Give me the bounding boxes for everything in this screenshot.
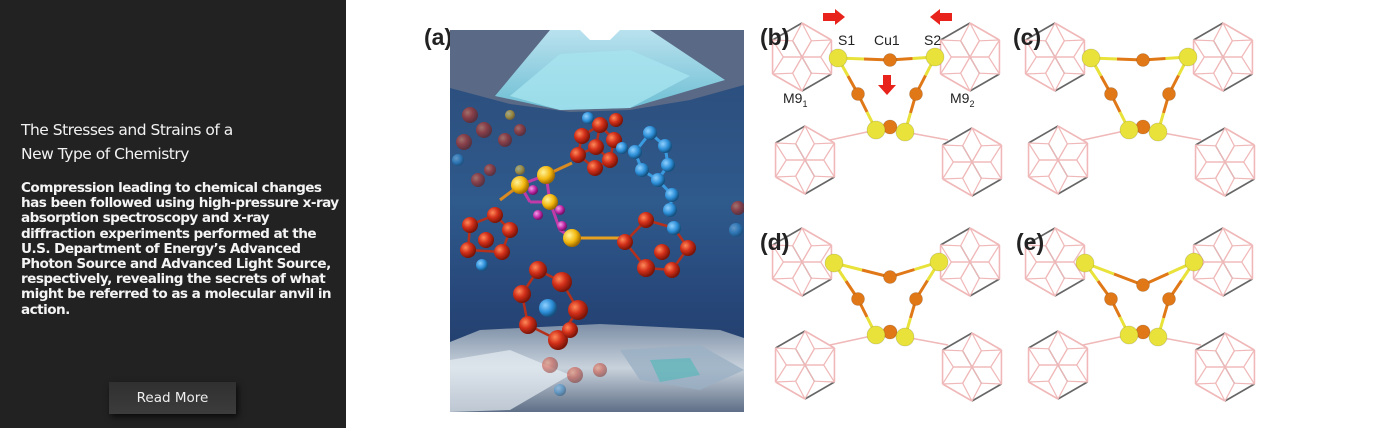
- diamond-anvil-illustration: [450, 30, 744, 412]
- label-cu1: Cu1: [874, 32, 900, 48]
- label-m9-1: M91: [783, 90, 808, 109]
- slide-title: The Stresses and Strains of a New Type o…: [21, 121, 233, 163]
- read-more-button[interactable]: Read More: [109, 382, 236, 414]
- anvil-artwork: [450, 30, 744, 412]
- panel-e-label: (e): [1016, 229, 1045, 255]
- panel-d-label: (d): [760, 229, 790, 255]
- panel-a-label: (a): [424, 24, 453, 50]
- panel-b-label: (b): [760, 24, 790, 50]
- slide-text-panel: The Stresses and Strains of a New Type o…: [0, 0, 346, 428]
- panel-c-label: (c): [1013, 24, 1042, 50]
- label-s2: S2: [924, 32, 942, 48]
- label-m9-2: M92: [950, 90, 975, 109]
- label-s1: S1: [838, 32, 856, 48]
- slide-description: Compression leading to chemical changes …: [21, 180, 339, 318]
